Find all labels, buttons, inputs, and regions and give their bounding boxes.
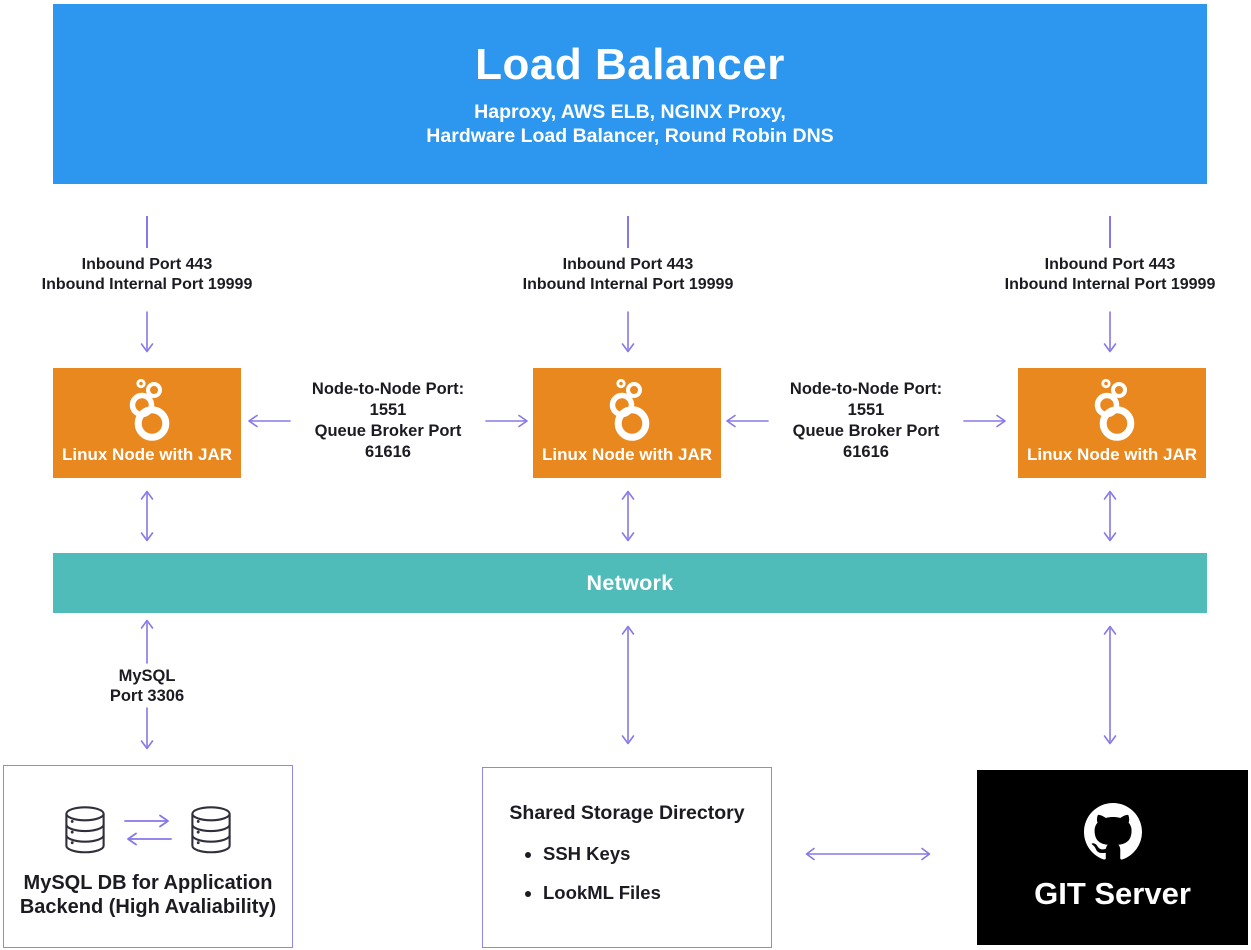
mysql-db-label-line2: Backend (High Avaliability) [19,895,277,918]
linux-node-label: Linux Node with JAR [542,445,712,464]
network-label: Network [586,570,674,595]
arrow-left-icon [248,414,291,428]
network-bar: Network [53,553,1207,613]
linux-node-box-left: Linux Node with JAR [53,368,241,478]
database-icon [191,806,231,854]
node-link-right: Node-to-Node Port: 1551 Queue Broker Por… [724,380,1008,461]
inbound-label-left-line2: Inbound Internal Port 19999 [41,276,253,293]
git-server-box: GIT Server [977,770,1248,945]
git-server-label: GIT Server [1034,876,1191,911]
arrow-down-icon [140,707,154,750]
sync-arrows-icon [124,814,172,846]
shared-storage-box: Shared Storage Directory SSH Keys LookML… [482,767,772,948]
arrow-down-icon [1103,311,1117,353]
double-arrow-vertical-icon [1103,490,1117,542]
node-link-line2: Queue Broker Port 61616 [314,422,462,461]
node-link-line2: Queue Broker Port 61616 [792,422,940,461]
list-item: SSH Keys [543,843,771,865]
mysql-link-label: MySQL Port 3306 [47,666,247,706]
cluster-icon [609,378,650,441]
double-arrow-vertical-icon [621,490,635,542]
mysql-link-line1: MySQL [118,667,176,685]
arrow-left-icon [726,414,769,428]
inbound-label-center: Inbound Port 443 Inbound Internal Port 1… [493,255,763,295]
load-balancer-box: Load Balancer Haproxy, AWS ELB, NGINX Pr… [53,4,1207,184]
inbound-label-center-line2: Inbound Internal Port 19999 [522,276,734,293]
inbound-label-center-line1: Inbound Port 443 [562,256,694,273]
arrow-up-icon [140,619,154,664]
node-link-label: Node-to-Node Port: 1551 Queue Broker Por… [292,379,484,463]
linux-node-box-center: Linux Node with JAR [533,368,721,478]
inbound-label-right: Inbound Port 443 Inbound Internal Port 1… [975,255,1245,295]
arrow-right-icon [963,414,1006,428]
shared-storage-list: SSH Keys LookML Files [483,843,771,904]
inbound-label-left: Inbound Port 443 Inbound Internal Port 1… [12,255,282,295]
node-link-left: Node-to-Node Port: 1551 Queue Broker Por… [246,380,530,461]
database-icon [65,806,105,854]
arrow-down-icon [140,311,154,353]
double-arrow-vertical-icon [140,490,154,542]
double-arrow-vertical-icon [1103,625,1117,745]
load-balancer-title: Load Balancer [475,40,785,89]
arrow-right-icon [485,414,528,428]
inbound-line-right [1109,216,1111,248]
cluster-icon [129,378,170,441]
inbound-label-right-line2: Inbound Internal Port 19999 [1004,276,1216,293]
node-link-label: Node-to-Node Port: 1551 Queue Broker Por… [770,379,962,463]
mysql-db-box: MySQL DB for Application Backend (High A… [3,765,293,948]
inbound-label-right-line1: Inbound Port 443 [1044,256,1176,273]
double-arrow-vertical-icon [621,625,635,745]
mysql-db-label-line1: MySQL DB for Application [23,872,273,894]
github-icon [1083,803,1142,860]
list-item: LookML Files [543,882,771,904]
linux-node-label: Linux Node with JAR [1027,445,1197,464]
load-balancer-subtitle-line2: Hardware Load Balancer, Round Robin DNS [426,125,834,147]
inbound-label-left-line1: Inbound Port 443 [81,256,213,273]
node-link-line1: Node-to-Node Port: 1551 [311,380,465,419]
shared-storage-title: Shared Storage Directory [509,802,745,824]
cluster-icon [1094,378,1135,441]
inbound-line-center [627,216,629,248]
mysql-link-line2: Port 3306 [109,687,185,705]
arrow-down-icon [621,311,635,353]
node-link-line1: Node-to-Node Port: 1551 [789,380,943,419]
inbound-line-left [146,216,148,248]
linux-node-label: Linux Node with JAR [62,445,232,464]
mysql-replication-graphic [64,804,232,856]
double-arrow-horizontal-icon [805,847,931,861]
mysql-db-label: MySQL DB for Application Backend (High A… [20,872,276,919]
load-balancer-subtitle-line1: Haproxy, AWS ELB, NGINX Proxy, [474,101,786,123]
linux-node-box-right: Linux Node with JAR [1018,368,1206,478]
